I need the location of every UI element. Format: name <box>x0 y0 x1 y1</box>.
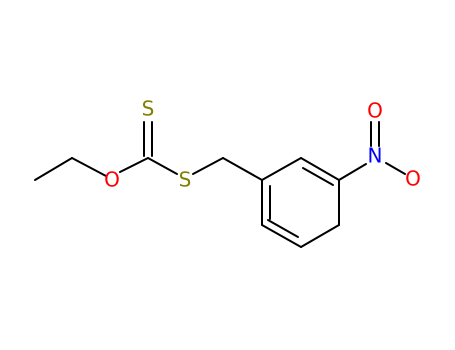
atom-s-thioether: S <box>179 168 192 192</box>
ring-bond-5 <box>261 224 302 248</box>
ring-inner-2 <box>267 219 299 238</box>
atom-o-ether: O <box>104 168 120 192</box>
atom-s-thione: S <box>142 97 155 121</box>
bond-ring-n <box>338 163 367 181</box>
bond-ch2-o <box>71 157 107 177</box>
ring-bond-1 <box>261 157 302 181</box>
bond-o-c <box>119 157 149 173</box>
bond-s-ch2 <box>192 157 224 175</box>
bond-c-s <box>147 157 178 175</box>
atom-o-nitro-bottom: O <box>405 167 421 191</box>
bonds <box>34 121 406 248</box>
ring-bond-2 <box>300 157 340 181</box>
atom-o-nitro-top: O <box>367 99 383 123</box>
atom-n-nitro: N <box>368 144 383 168</box>
ring-bond-4 <box>300 224 340 248</box>
ring-inner-1 <box>302 167 334 186</box>
bond-n-o-bottom <box>385 162 406 175</box>
bond-ch3-ch2 <box>34 157 73 181</box>
atoms: S O S N O O <box>104 97 421 192</box>
bond-ch2-ring <box>222 157 263 181</box>
